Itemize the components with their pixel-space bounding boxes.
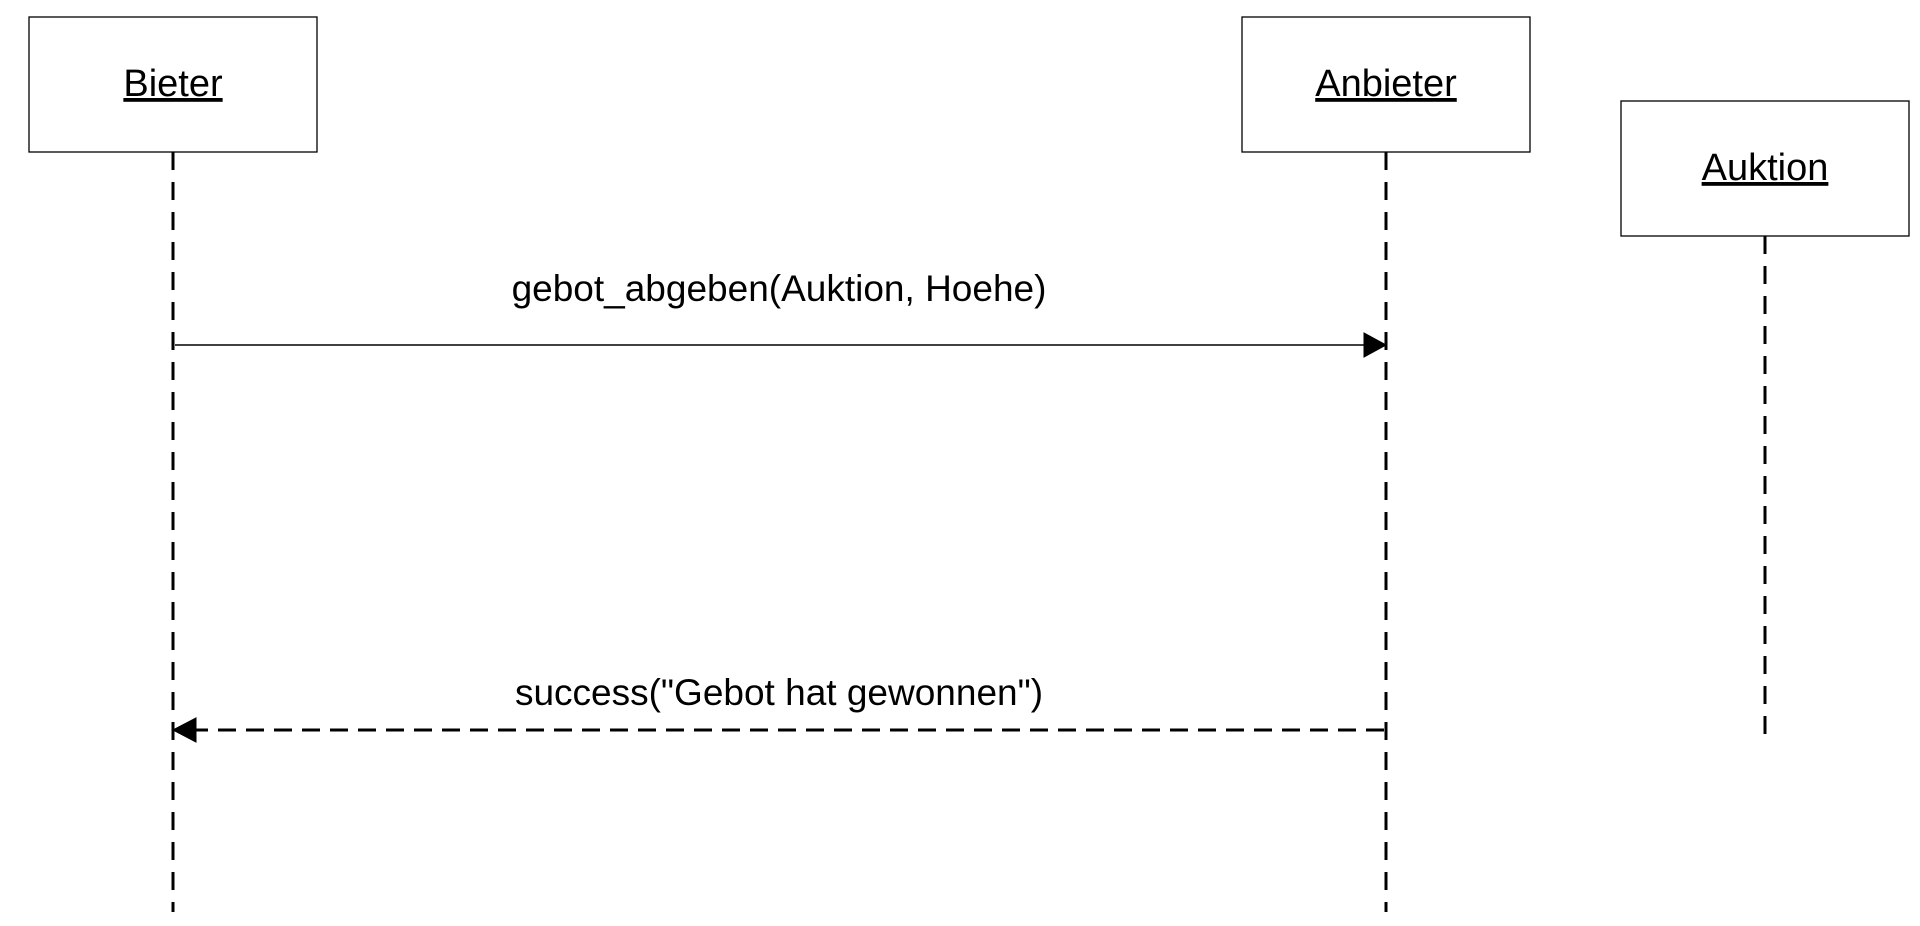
arrowhead-filled-icon [1363,332,1388,358]
lifeline-bieter: Bieter [28,16,318,912]
lifeline-box-anbieter [1241,16,1531,153]
lifeline-auktion: Auktion [1620,100,1910,735]
message-gebot-abgeben: gebot_abgeben(Auktion, Hoehe) [175,268,1388,358]
lifeline-name-anbieter: Anbieter [1315,63,1457,105]
message-label-gebot-abgeben: gebot_abgeben(Auktion, Hoehe) [512,268,1047,309]
lifeline-name-auktion: Auktion [1702,147,1829,189]
lifeline-name-bieter: Bieter [123,63,223,105]
lifeline-box-bieter [28,16,318,153]
arrowhead-return-icon [171,717,197,743]
message-label-success: success("Gebot hat gewonnen") [515,672,1043,713]
message-success: success("Gebot hat gewonnen") [171,672,1384,743]
lifeline-anbieter: Anbieter [1241,16,1531,912]
lifeline-box-auktion [1620,100,1910,237]
